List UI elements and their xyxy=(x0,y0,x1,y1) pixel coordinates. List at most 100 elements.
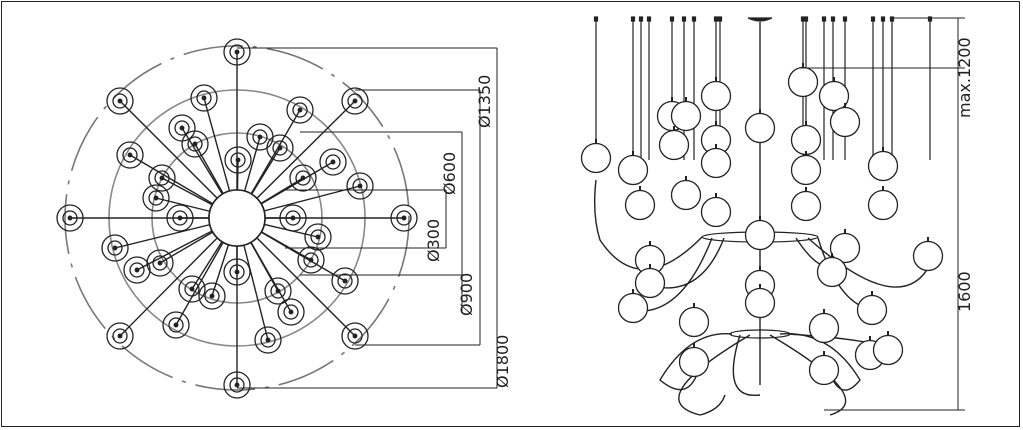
plan-globe xyxy=(341,322,369,350)
dim-d600: Ø600 xyxy=(440,152,459,195)
plan-globe xyxy=(123,256,151,284)
plan-globe xyxy=(190,84,218,112)
cord-clamp xyxy=(870,16,876,22)
plan-globe xyxy=(266,134,294,162)
dim-d900: Ø900 xyxy=(457,273,476,316)
plan-globe xyxy=(162,311,190,339)
plan-globe xyxy=(286,96,314,124)
curved-arm xyxy=(659,333,733,391)
globe xyxy=(670,100,702,132)
dim-h1600: 1600 xyxy=(955,271,974,312)
globe xyxy=(670,179,702,211)
ceiling-canopy xyxy=(747,17,773,22)
plan-globe xyxy=(56,204,84,232)
cord-clamp xyxy=(681,16,687,22)
curved-arm xyxy=(732,334,761,396)
cord-clamp xyxy=(830,16,836,22)
plan-globe xyxy=(331,267,359,295)
cord-clamp xyxy=(638,16,644,22)
globe xyxy=(700,147,732,179)
cord-clamp xyxy=(889,16,895,22)
globe xyxy=(829,106,861,138)
globe xyxy=(867,150,899,182)
plan-globe xyxy=(289,164,317,192)
globe xyxy=(790,154,822,186)
globe xyxy=(744,287,776,319)
dim-max1200: max.1200 xyxy=(955,37,974,118)
plan-globe xyxy=(148,164,176,192)
globe xyxy=(580,142,612,174)
globe xyxy=(790,190,822,222)
globe xyxy=(700,196,732,228)
cord-clamp xyxy=(821,16,827,22)
outer-diameter-circle xyxy=(64,45,410,391)
plan-globe xyxy=(279,204,307,232)
plan-globe xyxy=(254,326,282,354)
plan-globe xyxy=(166,204,194,232)
cord-clamp xyxy=(880,16,886,22)
globe xyxy=(658,129,690,161)
plan-globe xyxy=(223,38,251,66)
plan-globes xyxy=(56,38,418,399)
globe xyxy=(816,256,848,288)
globe xyxy=(744,219,776,251)
cord-clamp xyxy=(669,16,675,22)
dim-d1800: Ø1800 xyxy=(493,335,512,388)
plan-globe xyxy=(181,130,209,158)
globe xyxy=(808,354,840,386)
globe xyxy=(678,306,710,338)
globe xyxy=(624,189,656,221)
plan-globe xyxy=(198,282,226,310)
cord-clamp xyxy=(803,16,809,22)
globe xyxy=(790,124,822,156)
cord-clamp xyxy=(593,16,599,22)
plan-globe xyxy=(101,234,129,262)
plan-globe xyxy=(223,258,251,286)
central-hub-top xyxy=(208,189,266,247)
plan-globe xyxy=(168,114,196,142)
cord-clamp xyxy=(842,16,848,22)
plan-globe xyxy=(106,322,134,350)
plan-dimension-lines xyxy=(237,47,498,389)
plan-globe xyxy=(264,277,292,305)
plan-globe xyxy=(277,298,305,326)
plan-globe xyxy=(246,123,274,151)
curved-arm xyxy=(769,334,847,416)
globe xyxy=(872,334,904,366)
globe xyxy=(678,346,710,378)
elevation-dimension-lines xyxy=(800,17,965,411)
cord-clamp xyxy=(630,16,636,22)
plan-globe xyxy=(304,223,332,251)
elevation-globes xyxy=(580,63,944,386)
dim-d1350: Ø1350 xyxy=(475,75,494,128)
cord-clamp xyxy=(646,16,652,22)
globe xyxy=(617,154,649,186)
plan-globe xyxy=(178,275,206,303)
cord-clamp xyxy=(717,16,723,22)
globe xyxy=(700,80,732,112)
plan-globe xyxy=(297,246,325,274)
globe xyxy=(634,267,666,299)
elevation-view xyxy=(580,16,944,416)
globe xyxy=(912,240,944,272)
plan-globe xyxy=(341,87,369,115)
plan-globe xyxy=(346,172,374,200)
plan-globe xyxy=(106,87,134,115)
plan-globe xyxy=(223,371,251,399)
plan-globe xyxy=(116,141,144,169)
globe xyxy=(808,312,840,344)
plan-globe xyxy=(224,146,252,174)
dim-d300: Ø300 xyxy=(424,219,443,262)
curved-arm xyxy=(593,179,703,270)
plan-globe xyxy=(390,204,418,232)
globe xyxy=(856,294,888,326)
curved-arm xyxy=(807,237,931,288)
cord-clamp xyxy=(927,16,933,22)
cord-clamp xyxy=(713,16,719,22)
plan-globe xyxy=(146,249,174,277)
globe xyxy=(617,292,649,324)
plan-globe xyxy=(142,184,170,212)
